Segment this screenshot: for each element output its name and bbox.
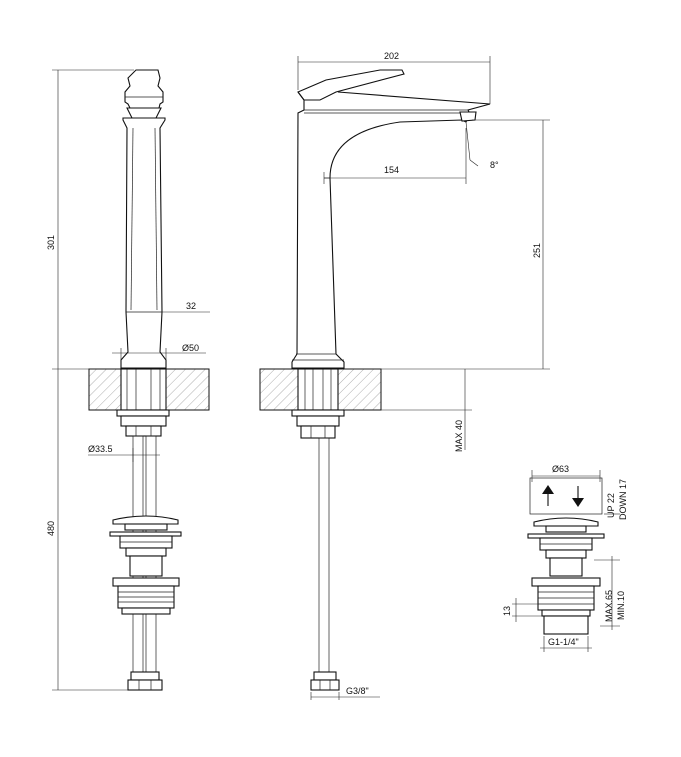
side-body	[291, 91, 491, 369]
dim-spout-reach: 154	[384, 165, 399, 175]
side-view	[259, 69, 491, 691]
side-dimensions: 202 154 8° 251 MAX 40 G3/8"	[297, 51, 550, 700]
dim-spout-height: 251	[532, 243, 542, 258]
dim-overall-reach: 202	[384, 51, 399, 61]
dim-body-depth: 32	[186, 301, 196, 311]
dim-total-length: 480	[46, 521, 56, 536]
dim-base-diameter: Ø50	[182, 343, 199, 353]
dim-waste-thread: G1-1/4"	[548, 637, 579, 647]
dim-waste-min: MIN.10	[616, 591, 626, 620]
dim-waste-up: UP 22	[606, 493, 616, 518]
dim-waste-max: MAX.65	[604, 590, 614, 622]
arrow-up-icon	[542, 485, 554, 506]
front-handle	[124, 69, 164, 109]
dim-waste-diameter: Ø63	[552, 464, 569, 474]
dim-waste-nut: 13	[502, 606, 512, 616]
dim-waste-down: DOWN 17	[618, 479, 628, 520]
front-view	[88, 69, 210, 691]
front-body	[120, 117, 167, 369]
side-handle-lever	[297, 69, 405, 101]
arrow-down-icon	[572, 486, 584, 507]
front-waste-cap	[112, 515, 179, 525]
dim-shank-diameter: Ø33.5	[88, 444, 113, 454]
waste-detail: Ø63 UP 22 DOWN 17 13	[502, 464, 628, 652]
dim-max-deck: MAX 40	[454, 420, 464, 452]
dim-body-height: 301	[46, 235, 56, 250]
dim-spout-angle: 8°	[490, 160, 499, 170]
dim-hose-thread: G3/8"	[346, 686, 369, 696]
front-dimensions: 301 480 32 Ø50 Ø33.5	[46, 69, 210, 691]
